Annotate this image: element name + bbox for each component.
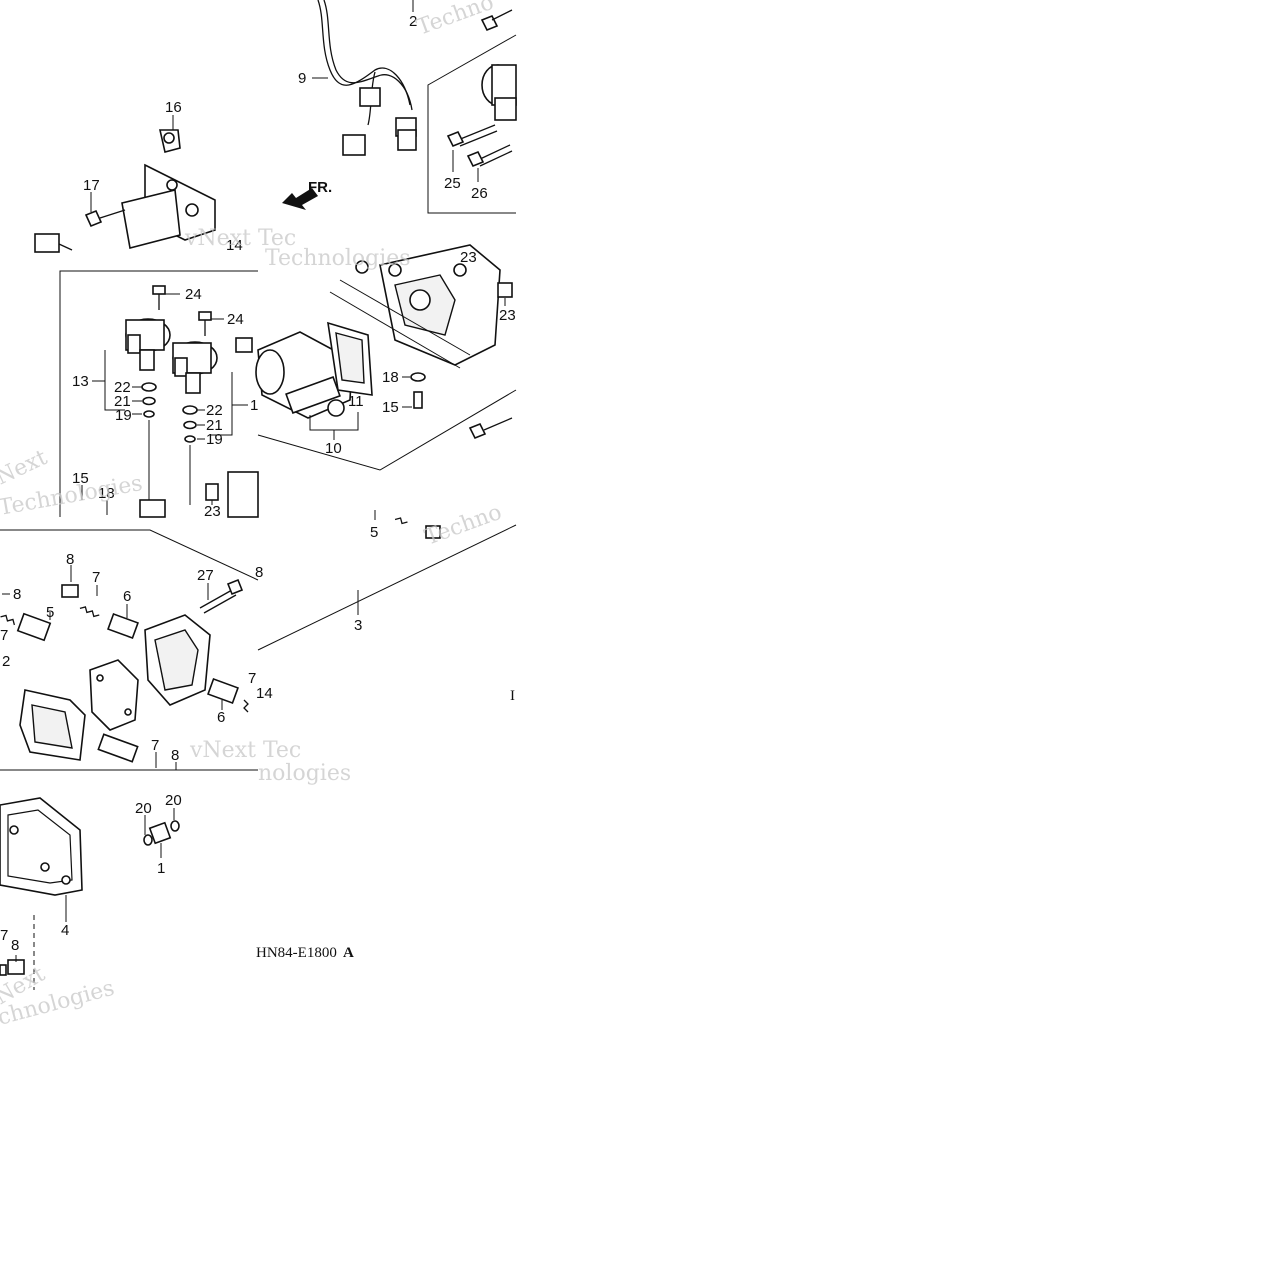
valve-body-upper [329, 244, 513, 440]
callout: 8 [13, 586, 21, 603]
callout: 20 [165, 792, 182, 809]
callout: 1 [157, 860, 165, 877]
solenoid-valve-1 [172, 311, 218, 394]
callout: 7 [0, 627, 8, 644]
callout: 15 [72, 470, 89, 487]
callout: 19 [115, 407, 132, 424]
watermark: Techno [422, 500, 506, 551]
watermark: Technologies [265, 246, 411, 271]
panel-outlines [0, 34, 517, 990]
callout: 2 [2, 653, 10, 670]
wire-harness [317, 0, 417, 156]
callout: 5 [370, 524, 378, 541]
callout: 8 [66, 551, 74, 568]
callout: 7 [92, 569, 100, 586]
sensor-bracket [34, 129, 216, 253]
callout: 7 [151, 737, 159, 754]
callout: 22 [114, 379, 131, 396]
callout: 20 [135, 800, 152, 817]
watermark: vNext Tec [189, 738, 301, 763]
callout: 23 [204, 503, 221, 520]
watermark: vNext Tec [184, 226, 296, 251]
callout: 16 [165, 99, 182, 116]
spool-valves [0, 517, 441, 763]
callout: 27 [197, 567, 214, 584]
callout: 11 [348, 393, 364, 410]
callout: 5 [46, 604, 54, 621]
callout: 14 [256, 685, 273, 702]
callout: 7 [0, 927, 8, 944]
callout: 8 [171, 747, 179, 764]
callout: 15 [382, 399, 399, 416]
front-arrow-label: FR. [308, 179, 332, 196]
callout: 17 [83, 177, 100, 194]
callout: 21 [206, 417, 223, 434]
callout: 22 [206, 402, 223, 419]
callout: 13 [72, 373, 89, 390]
callout: 26 [471, 185, 488, 202]
callout: 24 [185, 286, 202, 303]
diagram-code-text: HN84-E1800 [256, 945, 337, 961]
edge-mark: I [510, 688, 515, 704]
callout: 3 [354, 617, 362, 634]
callout: 23 [499, 307, 516, 324]
callout: 18 [382, 369, 399, 386]
gasket [0, 797, 180, 896]
watermark: nologies [258, 761, 351, 786]
callout: 1 [250, 397, 258, 414]
callout: 25 [444, 175, 461, 192]
leader-lines [2, 0, 506, 962]
diagram-code-suffix: A [343, 945, 354, 961]
front-direction-arrow-icon: FR. [282, 179, 332, 210]
callout: 14 [226, 237, 243, 254]
callout: 2 [409, 13, 417, 30]
callout: 9 [298, 70, 306, 87]
callout: 10 [325, 440, 342, 457]
watermark: Next [0, 445, 51, 490]
callout: 8 [11, 937, 19, 954]
callout: 6 [123, 588, 131, 605]
callout: 4 [61, 922, 69, 939]
callout: 6 [217, 709, 225, 726]
valve-body-lower [19, 471, 259, 761]
callout-labels: 2 9 16 17 14 25 26 23 23 24 24 13 22 21 … [0, 13, 516, 954]
o-rings [141, 382, 198, 505]
diagram-code: HN84-E1800 A I [256, 688, 515, 961]
linear-solenoid [235, 321, 373, 419]
callout: 21 [114, 393, 131, 410]
callout: 23 [460, 249, 477, 266]
callout: 8 [255, 564, 263, 581]
callout: 24 [227, 311, 244, 328]
callout: 19 [206, 431, 223, 448]
callout: 18 [98, 485, 115, 502]
callout: 7 [248, 670, 256, 687]
solenoid-valve-13 [125, 285, 171, 371]
actuator-top-right [446, 9, 517, 168]
